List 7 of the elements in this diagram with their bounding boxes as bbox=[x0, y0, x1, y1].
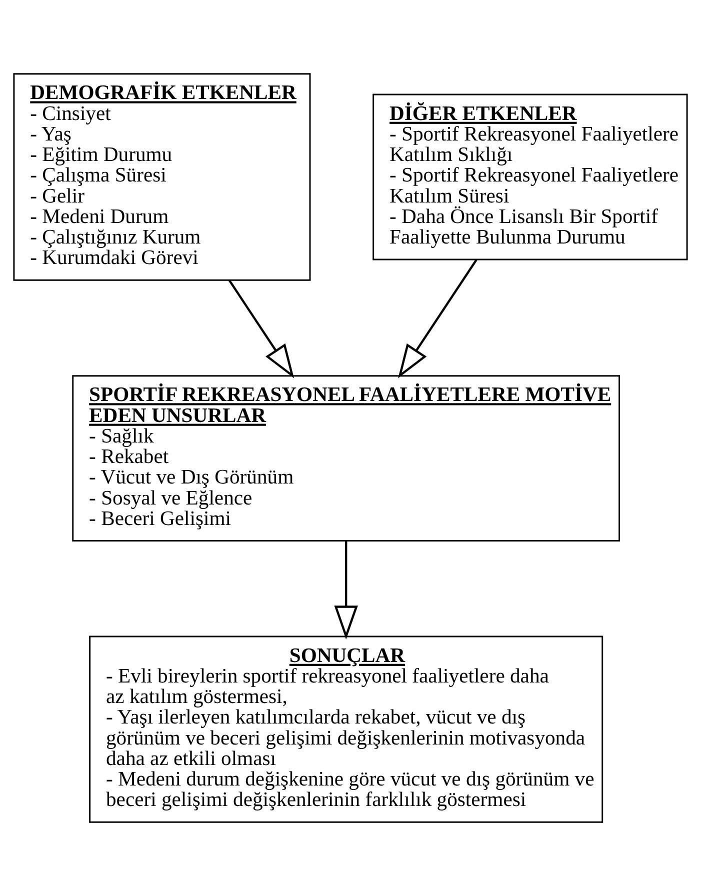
node-box: SONUÇLAR - Evli bireylerin sportif rekreasyonel faaliyetlere daha az katılım göstermesi, - Yaşı ilerleyen katılımcılarda rekabet, vücut ve dış görünüm ve beceri gelişimi değişkenlerinin motivasyonda daha az etkili olması - Medeni durum değişkenine göre vücut ve dış görünüm ve beceri gelişimi değişkenlerinin farklılık göstermesi bbox=[89, 636, 604, 823]
node-box: SPORTİF REKREASYONEL FAALİYETLERE MOTİVE EDEN UNSURLAR - Sağlık - Rekabet - Vücut ve Dış Görünüm - Sosyal ve Eğlence - Beceri Gelişimi bbox=[72, 375, 620, 542]
arrow bbox=[398, 259, 478, 378]
arrow bbox=[334, 540, 358, 640]
arrow bbox=[228, 280, 294, 378]
node-box: DİĞER ETKENLER - Sportif Rekreasyonel Faaliyetlere Katılım Sıklığı - Sportif Rekreasyonel Faaliyetlere Katılım Süresi - Daha Önce Lisanslı Bir Sportif Faaliyette Bulunma Durumu bbox=[372, 94, 688, 260]
node-box: DEMOGRAFİK ETKENLER - Cinsiyet - Yaş - Eğitim Durumu - Çalışma Süresi - Gelir - Medeni Durum - Çalıştığınız Kurum - Kurumdaki Görevi bbox=[13, 73, 311, 281]
